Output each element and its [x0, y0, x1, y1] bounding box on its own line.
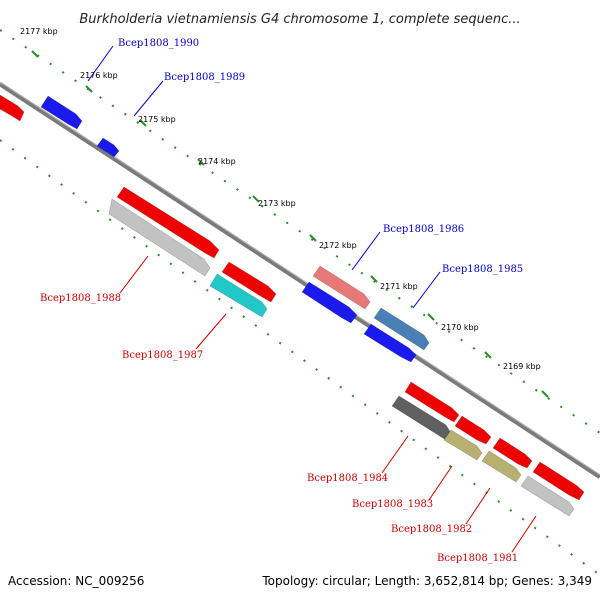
tick-label-2171: 2171 kbp	[380, 282, 418, 291]
label-bcep1808-1981[interactable]: Bcep1808_1981	[437, 553, 518, 564]
tick-label-2172: 2172 kbp	[319, 241, 357, 250]
inner-ruler-line	[0, 139, 600, 576]
feature-bcep1808-1986[interactable]	[301, 281, 358, 324]
label-bcep1808-1984[interactable]: Bcep1808_1984	[307, 473, 388, 484]
feature-bcep1808-1988[interactable]	[108, 198, 211, 277]
label-bcep1808-1987[interactable]: Bcep1808_1987	[122, 350, 203, 361]
ruler-ticks	[31, 50, 549, 398]
label-bcep1808-1986[interactable]: Bcep1808_1986	[383, 224, 464, 235]
label-bcep1808-1983[interactable]: Bcep1808_1983	[352, 499, 433, 510]
label-bcep1808-1985[interactable]: Bcep1808_1985	[442, 264, 523, 275]
feature-red-large[interactable]	[116, 186, 220, 259]
tick-label-2177: 2177 kbp	[20, 27, 58, 36]
tick-label-2175: 2175 kbp	[138, 115, 176, 124]
gene-features	[0, 94, 585, 517]
label-bcep1808-1982[interactable]: Bcep1808_1982	[391, 524, 472, 535]
chromosome-backbone-highlight	[0, 81, 600, 476]
feature-red-short[interactable]	[221, 261, 277, 303]
tick-label-2170: 2170 kbp	[441, 323, 479, 332]
partial-red-feature[interactable]	[0, 94, 25, 122]
feature-bcep1808-1989[interactable]	[96, 137, 120, 158]
feature-red-lower-4[interactable]	[532, 461, 585, 501]
feature-red-lower-1[interactable]	[404, 381, 460, 423]
feature-bcep1808-1990[interactable]	[40, 95, 83, 130]
label-leader-lines	[87, 45, 537, 553]
label-bcep1808-1989[interactable]: Bcep1808_1989	[164, 72, 245, 83]
feature-bcep1808-1985[interactable]	[373, 307, 430, 351]
chromosome-backbone	[0, 82, 600, 479]
feature-bcep1808-1981[interactable]	[520, 475, 575, 517]
label-bcep1808-1988[interactable]: Bcep1808_1988	[40, 293, 121, 304]
accession-text: Accession: NC_009256	[8, 574, 144, 588]
label-bcep1808-1990[interactable]: Bcep1808_1990	[118, 38, 199, 49]
feature-blue-lower[interactable]	[363, 323, 417, 363]
tick-label-2173: 2173 kbp	[258, 199, 296, 208]
summary-text: Topology: circular; Length: 3,652,814 bp…	[261, 574, 592, 588]
tick-label-2174: 2174 kbp	[198, 157, 236, 166]
map-title: Burkholderia vietnamiensis G4 chromosome…	[79, 12, 520, 27]
feature-bcep1808-1983[interactable]	[443, 429, 483, 461]
feature-bcep1808-1982[interactable]	[481, 450, 522, 483]
outer-ruler-line	[0, 29, 600, 434]
feature-bcep1808-1987[interactable]	[209, 273, 268, 318]
feature-red-lower-2[interactable]	[454, 415, 492, 445]
tick-label-2169: 2169 kbp	[503, 362, 541, 371]
feature-red-lower-3[interactable]	[492, 437, 533, 469]
feature-pink[interactable]	[312, 265, 371, 310]
tick-label-2176: 2176 kbp	[80, 71, 118, 80]
